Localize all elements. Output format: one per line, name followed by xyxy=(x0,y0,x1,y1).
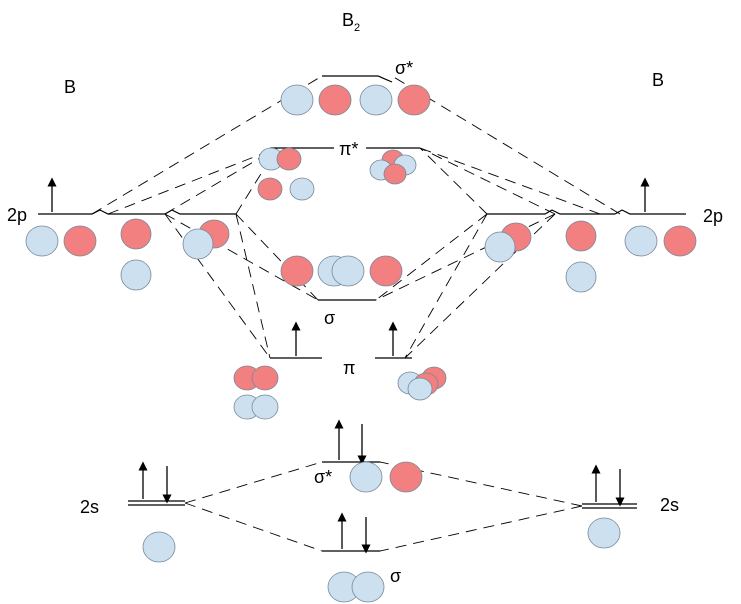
orbital-right-2p-pz xyxy=(624,225,697,257)
label-sigma-star-2p: σ* xyxy=(395,58,413,78)
orbital-right-2p-px xyxy=(484,222,532,263)
level-right-2s xyxy=(582,503,637,509)
orbital-sigma-star-2p xyxy=(280,84,431,116)
label-sigma-star-2s: σ* xyxy=(314,467,332,487)
orbital-sigma-2p xyxy=(280,255,403,287)
level-right-2p-b xyxy=(614,209,686,215)
atom-label-left: B xyxy=(64,77,76,97)
orbital-pi-left xyxy=(233,365,279,420)
label-pi-star-2p: π* xyxy=(339,139,358,159)
orbital-left-2p-py xyxy=(120,218,152,291)
level-left-2p-a xyxy=(38,209,165,215)
label-pi-2p: π xyxy=(343,358,355,378)
level-right-2p-a xyxy=(487,209,615,215)
orbital-sigma-star-2s xyxy=(349,461,423,493)
level-sigma-star-2p xyxy=(322,75,393,83)
energy-levels xyxy=(38,75,686,552)
orbital-sigma-2s xyxy=(327,571,385,603)
label-sigma-2s: σ xyxy=(390,566,401,586)
label-2s-right: 2s xyxy=(660,495,679,515)
orbital-pi-right xyxy=(397,366,447,401)
level-left-2p-b xyxy=(164,209,236,215)
orbital-lobes xyxy=(25,84,697,603)
orbital-pi-star-left xyxy=(257,147,315,201)
orbital-pi-star-right xyxy=(369,149,417,185)
molecule-title: B2 xyxy=(342,10,360,34)
label-2p-left: 2p xyxy=(7,205,27,225)
label-2s-left: 2s xyxy=(80,497,99,517)
orbital-right-2p-py xyxy=(565,220,597,293)
orbital-left-2s xyxy=(142,531,176,563)
orbital-left-2p-px xyxy=(182,219,230,260)
label-sigma-2p: σ xyxy=(324,308,335,328)
label-2p-right: 2p xyxy=(703,206,723,226)
electrons xyxy=(47,177,650,554)
orbital-left-2p-pz xyxy=(25,225,97,257)
atom-label-right: B xyxy=(652,70,664,90)
orbital-right-2s xyxy=(587,517,621,549)
level-left-2s xyxy=(128,500,185,506)
